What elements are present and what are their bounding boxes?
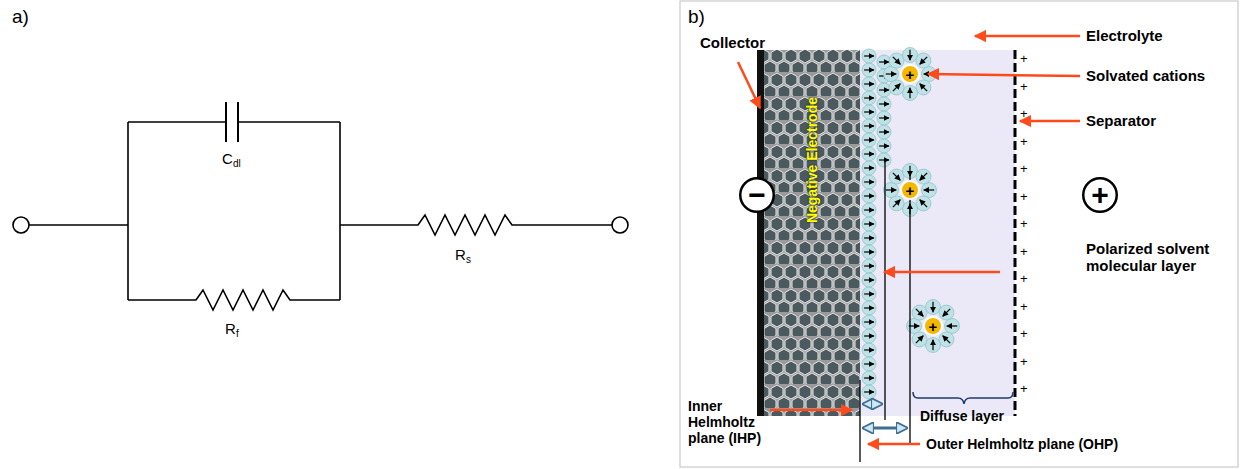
charge-sign: + bbox=[1020, 80, 1028, 95]
charge-sign: + bbox=[1020, 272, 1028, 287]
part-label: Solvated cations bbox=[1086, 67, 1205, 84]
part-label: Diffuse layer bbox=[920, 408, 1004, 424]
ihp-arrow bbox=[863, 403, 882, 406]
component-label: R bbox=[225, 320, 236, 337]
electrode-label: Negative Electrode bbox=[804, 97, 820, 223]
negative-electrode bbox=[764, 50, 860, 416]
wire bbox=[238, 121, 340, 123]
solvent-molecules bbox=[862, 48, 960, 400]
component-subscript: f bbox=[236, 328, 239, 340]
panel-letter: b) bbox=[688, 6, 705, 28]
ohp-arrow bbox=[863, 427, 907, 430]
cation-circle: + bbox=[900, 180, 920, 200]
part-label: Outer Helmholtz plane (OHP) bbox=[926, 436, 1118, 452]
capacitor-symbol bbox=[225, 102, 227, 142]
separator-line bbox=[1014, 50, 1017, 416]
node-text: + bbox=[900, 180, 920, 200]
cation-circle: + bbox=[900, 64, 920, 84]
leader-arrows bbox=[738, 36, 1080, 444]
part-label: Inner Helmholtz plane (IHP) bbox=[688, 398, 770, 446]
charge-sign: + bbox=[1020, 327, 1028, 342]
node-text: − bbox=[739, 177, 775, 213]
wire bbox=[127, 122, 129, 300]
component-label: R bbox=[455, 246, 466, 263]
cation-circle: + bbox=[923, 316, 943, 336]
component-label: C bbox=[222, 150, 233, 167]
terminal bbox=[13, 217, 29, 233]
component-subscript: dl bbox=[233, 158, 241, 170]
charge-sign: + bbox=[1020, 135, 1028, 150]
polarity-circle: − bbox=[739, 177, 775, 213]
resistor-symbol bbox=[340, 215, 612, 235]
resistor-symbol bbox=[128, 290, 340, 310]
node-text: + bbox=[923, 316, 943, 336]
part-label: Electrolyte bbox=[1086, 27, 1163, 44]
charge-sign: + bbox=[1020, 382, 1028, 397]
wire bbox=[128, 121, 226, 123]
charge-sign: + bbox=[1020, 190, 1028, 205]
capacitor-symbol bbox=[237, 102, 239, 142]
panel-frame bbox=[680, 1, 1238, 467]
panel-letter: a) bbox=[12, 6, 29, 28]
node-text: + bbox=[900, 64, 920, 84]
charge-sign: + bbox=[1020, 52, 1028, 67]
charge-sign: + bbox=[1020, 162, 1028, 177]
terminal bbox=[612, 217, 628, 233]
wire bbox=[29, 224, 128, 226]
part-label: Polarized solvent molecular layer bbox=[1086, 240, 1216, 275]
diffuse-bracket bbox=[913, 392, 1013, 404]
plane-lines bbox=[860, 160, 910, 462]
wire bbox=[339, 122, 341, 300]
part-label: Collector bbox=[700, 34, 765, 51]
charge-sign: + bbox=[1020, 107, 1028, 122]
charge-sign: + bbox=[1020, 355, 1028, 370]
polarity-circle: + bbox=[1082, 177, 1118, 213]
charge-sign: + bbox=[1020, 300, 1028, 315]
charge-sign: + bbox=[1020, 245, 1028, 260]
charge-sign: + bbox=[1020, 217, 1028, 232]
part-label: Separator bbox=[1086, 112, 1156, 129]
circuit bbox=[13, 102, 628, 310]
node-text: + bbox=[1082, 177, 1118, 213]
component-subscript: s bbox=[466, 254, 471, 266]
electrolyte-region bbox=[860, 50, 1015, 416]
